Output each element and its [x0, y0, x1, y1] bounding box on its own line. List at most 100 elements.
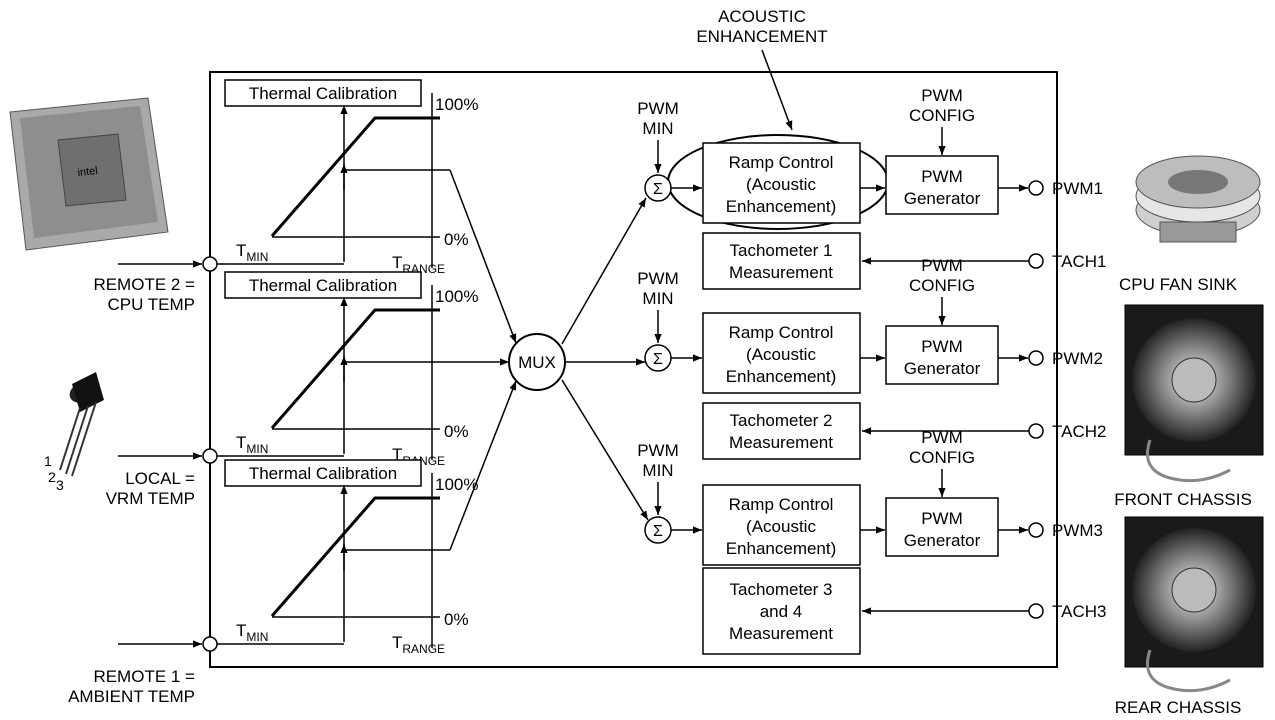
pwm-generator-box — [885, 155, 999, 215]
acoustic-label-line2: ENHANCEMENT — [696, 27, 827, 46]
trange-label: TRANGE — [392, 633, 445, 656]
transistor-image — [59, 372, 104, 477]
tachometer-box — [702, 232, 861, 290]
input-pin-circle — [202, 448, 218, 464]
tach-input-pin — [1028, 603, 1044, 619]
pwm-min-label-line1: PWM — [637, 441, 679, 460]
mux-to-sigma-arrow — [561, 379, 649, 521]
ramp-control-box — [702, 312, 861, 394]
pwm-generator-label-line2: Generator — [904, 531, 981, 550]
front-chassis-fan-image — [1124, 304, 1264, 483]
pwm-generator-box — [885, 325, 999, 385]
input-pin-circle — [202, 256, 218, 272]
rear-chassis-fan-image — [1124, 516, 1264, 693]
ramp-control-label: (Acoustic — [746, 175, 816, 194]
thermal-calibration-label: Thermal Calibration — [249, 84, 397, 103]
pwm-config-label-line2: CONFIG — [909, 106, 975, 125]
pwm-min-label-line1: PWM — [637, 269, 679, 288]
pwm-min-label-line1: PWM — [637, 99, 679, 118]
pin-2-label: 2 — [48, 469, 56, 485]
transfer-curve — [270, 496, 440, 617]
cpu-fan-sink-image — [1135, 155, 1261, 243]
pwm-output-pin — [1028, 350, 1044, 366]
percent-0-label: 0% — [444, 610, 469, 629]
tachometer-label: and 4 — [760, 602, 803, 621]
acoustic-label-line1: ACOUSTIC — [718, 7, 806, 26]
tachometer-label: Tachometer 2 — [730, 411, 833, 430]
pin-1-label: 1 — [44, 453, 52, 469]
percent-100-label: 100% — [435, 287, 478, 306]
tachometer-label: Tachometer 3 — [730, 580, 833, 599]
tachometer-box — [702, 567, 861, 655]
tach-input-label: TACH2 — [1052, 422, 1106, 441]
tachometer-box — [702, 402, 861, 460]
input-remote1-line2: AMBIENT TEMP — [68, 687, 195, 706]
sigma-symbol: Σ — [653, 181, 663, 198]
tach-input-pin — [1028, 253, 1044, 269]
cpu-fan-sink-label: CPU FAN SINK — [1119, 275, 1238, 294]
pwm-generator-label-line1: PWM — [921, 337, 963, 356]
tach-input-label: TACH3 — [1052, 602, 1106, 621]
pwm-min-label-line2: MIN — [642, 119, 673, 138]
ramp-control-label: (Acoustic — [746, 517, 816, 536]
pwm-output-pin — [1028, 522, 1044, 538]
mux-label: MUX — [518, 353, 556, 372]
to-mux-arrow — [449, 169, 517, 344]
ramp-control-label: Ramp Control — [729, 323, 834, 342]
ramp-control-label: Enhancement) — [726, 197, 837, 216]
pwm-output-pin — [1028, 180, 1044, 196]
pwm-config-label-line1: PWM — [921, 256, 963, 275]
thermal-calibration-box — [224, 79, 422, 107]
ramp-control-label: Ramp Control — [729, 153, 834, 172]
pwm-min-label-line2: MIN — [642, 289, 673, 308]
ramp-control-box — [702, 142, 861, 224]
input-local-line2: VRM TEMP — [106, 489, 195, 508]
front-chassis-label: FRONT CHASSIS — [1114, 490, 1252, 509]
pwm-generator-label-line2: Generator — [904, 189, 981, 208]
to-mux-arrow — [449, 380, 517, 551]
pwm-output-label: PWM2 — [1052, 349, 1103, 368]
ramp-control-label: Enhancement) — [726, 367, 837, 386]
pwm-generator-label-line2: Generator — [904, 359, 981, 378]
tmin-label: TMIN — [236, 433, 268, 456]
percent-100-label: 100% — [435, 95, 478, 114]
pwm-config-label-line1: PWM — [921, 86, 963, 105]
pwm-generator-label-line1: PWM — [921, 509, 963, 528]
tachometer-label: Tachometer 1 — [730, 241, 833, 260]
ramp-control-label: Ramp Control — [729, 495, 834, 514]
svg-text:intel: intel — [77, 165, 98, 179]
tmin-label: TMIN — [236, 241, 268, 264]
mux-to-sigma-arrow — [561, 197, 647, 345]
tachometer-label: Measurement — [729, 433, 833, 452]
pwm-config-label-line1: PWM — [921, 428, 963, 447]
tach-input-pin — [1028, 423, 1044, 439]
input-local-line1: LOCAL = — [125, 469, 195, 488]
tachometer-label: Measurement — [729, 624, 833, 643]
input-remote2-line1: REMOTE 2 = — [93, 275, 195, 294]
pwm-config-label-line2: CONFIG — [909, 276, 975, 295]
chip-boundary — [209, 71, 1058, 668]
percent-0-label: 0% — [444, 422, 469, 441]
pwm-config-label-line2: CONFIG — [909, 448, 975, 467]
input-pin-circle — [202, 636, 218, 652]
pwm-output-label: PWM1 — [1052, 179, 1103, 198]
percent-0-label: 0% — [444, 230, 469, 249]
pwm-generator-label-line1: PWM — [921, 167, 963, 186]
thermal-calibration-label: Thermal Calibration — [249, 276, 397, 295]
tmin-label: TMIN — [236, 621, 268, 644]
thermal-calibration-label: Thermal Calibration — [249, 464, 397, 483]
thermal-calibration-box — [224, 271, 422, 299]
pwm-output-label: PWM3 — [1052, 521, 1103, 540]
tach-input-label: TACH1 — [1052, 252, 1106, 271]
transfer-curve — [270, 116, 440, 237]
tachometer-label: Measurement — [729, 263, 833, 282]
rear-chassis-label: REAR CHASSIS — [1115, 698, 1242, 717]
ramp-control-label: (Acoustic — [746, 345, 816, 364]
pin-3-label: 3 — [56, 477, 64, 493]
pwm-generator-box — [885, 497, 999, 557]
